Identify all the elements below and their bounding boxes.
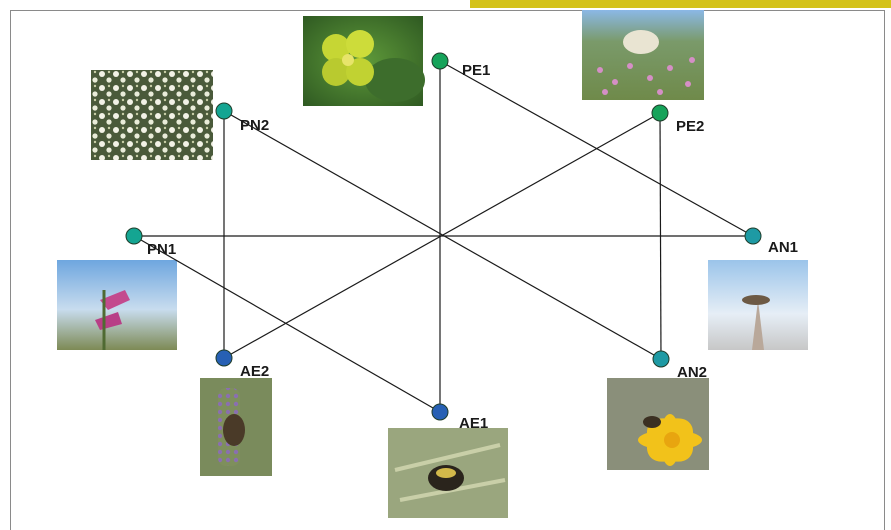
yellow-flower-photo [303, 16, 425, 106]
pink-meadow-photo [582, 10, 704, 100]
bee-on-lavender-photo [200, 378, 272, 476]
node-pn1: PN1 [125, 227, 176, 258]
node-marker [431, 52, 449, 70]
node-label: PE2 [676, 118, 704, 135]
bee-on-yellow-flower-photo [607, 378, 709, 470]
node-an2: AN2 [652, 350, 707, 381]
bumblebee-photo [388, 428, 508, 518]
node-an1: AN1 [744, 227, 798, 256]
node-label: AE2 [240, 363, 269, 380]
node-marker [215, 102, 233, 120]
node-pn2: PN2 [215, 102, 269, 134]
node-marker [652, 350, 670, 368]
node-pe1: PE1 [431, 52, 490, 79]
node-label: PN1 [147, 241, 176, 258]
edge-pn1-ae1 [133, 235, 441, 413]
node-label: AE1 [459, 415, 488, 432]
accent-bar [470, 0, 891, 8]
pink-bell-flower-photo [57, 260, 177, 350]
node-label: PN2 [240, 117, 269, 134]
node-marker [125, 227, 143, 245]
node-marker [651, 104, 669, 122]
diagram-frame [10, 10, 885, 530]
node-label: AN1 [768, 239, 798, 256]
node-pe2: PE2 [651, 104, 704, 135]
node-label: PE1 [462, 62, 490, 79]
node-marker [744, 227, 762, 245]
edges-layer [133, 60, 754, 413]
insect-on-stem-photo [708, 260, 808, 350]
node-marker [215, 349, 233, 367]
node-marker [431, 403, 449, 421]
node-ae1: AE1 [431, 403, 488, 432]
edge-pn2-an2 [223, 110, 662, 360]
node-label: AN2 [677, 364, 707, 381]
white-flowers-photo [91, 70, 213, 160]
node-ae2: AE2 [215, 349, 269, 380]
